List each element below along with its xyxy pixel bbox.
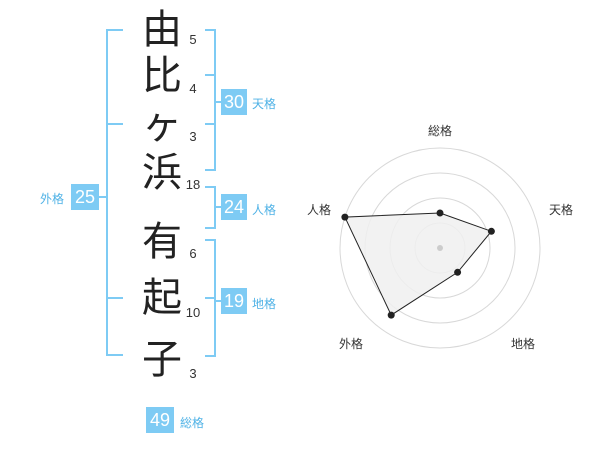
stroke-count: 3 <box>189 129 197 144</box>
radar-label-soukaku: 総格 <box>428 124 453 138</box>
stroke-count: 4 <box>189 81 197 96</box>
soukaku-value: 49 <box>146 407 174 433</box>
gaikaku-label: 外格 <box>40 192 65 206</box>
chikaku-label: 地格 <box>252 297 277 311</box>
radar-point <box>436 209 444 217</box>
jinkaku-value: 24 <box>221 194 247 220</box>
name-char: 由 <box>142 7 182 53</box>
gaikaku-value: 25 <box>71 184 99 210</box>
stroke-count: 3 <box>189 366 197 381</box>
radar-series-polygon <box>344 212 493 316</box>
name-char: 子 <box>142 337 182 383</box>
name-char: 比 <box>142 53 182 99</box>
name-char: 浜 <box>142 150 182 196</box>
tenkaku-label: 天格 <box>252 97 277 111</box>
radar-points <box>341 209 495 319</box>
jinkaku-label: 人格 <box>252 203 277 217</box>
tenkaku-value: 30 <box>221 89 247 115</box>
name-char: 有 <box>142 219 182 265</box>
radar-label-chikaku: 地格 <box>511 337 536 351</box>
radar-point <box>454 268 462 276</box>
radar-label-gaikaku: 外格 <box>339 337 364 351</box>
name-char: 起 <box>142 275 182 321</box>
stroke-count: 5 <box>189 32 197 47</box>
soukaku-label: 総格 <box>180 416 205 430</box>
radar-label-tenkaku: 天格 <box>549 203 574 217</box>
radar-ring <box>339 147 541 349</box>
radar-label-jinkaku: 人格 <box>307 203 332 217</box>
radar-point <box>341 213 349 221</box>
radar-point <box>387 311 395 319</box>
stroke-count: 6 <box>189 246 197 261</box>
radar-point <box>487 227 495 235</box>
stroke-count: 10 <box>185 305 201 320</box>
radar-center-dot <box>437 245 443 251</box>
tenkaku-bracket <box>205 29 216 171</box>
chikaku-value: 19 <box>221 288 247 314</box>
stroke-count: 18 <box>185 177 201 192</box>
gaikaku-bracket <box>106 29 123 356</box>
name-char: ヶ <box>142 102 182 148</box>
